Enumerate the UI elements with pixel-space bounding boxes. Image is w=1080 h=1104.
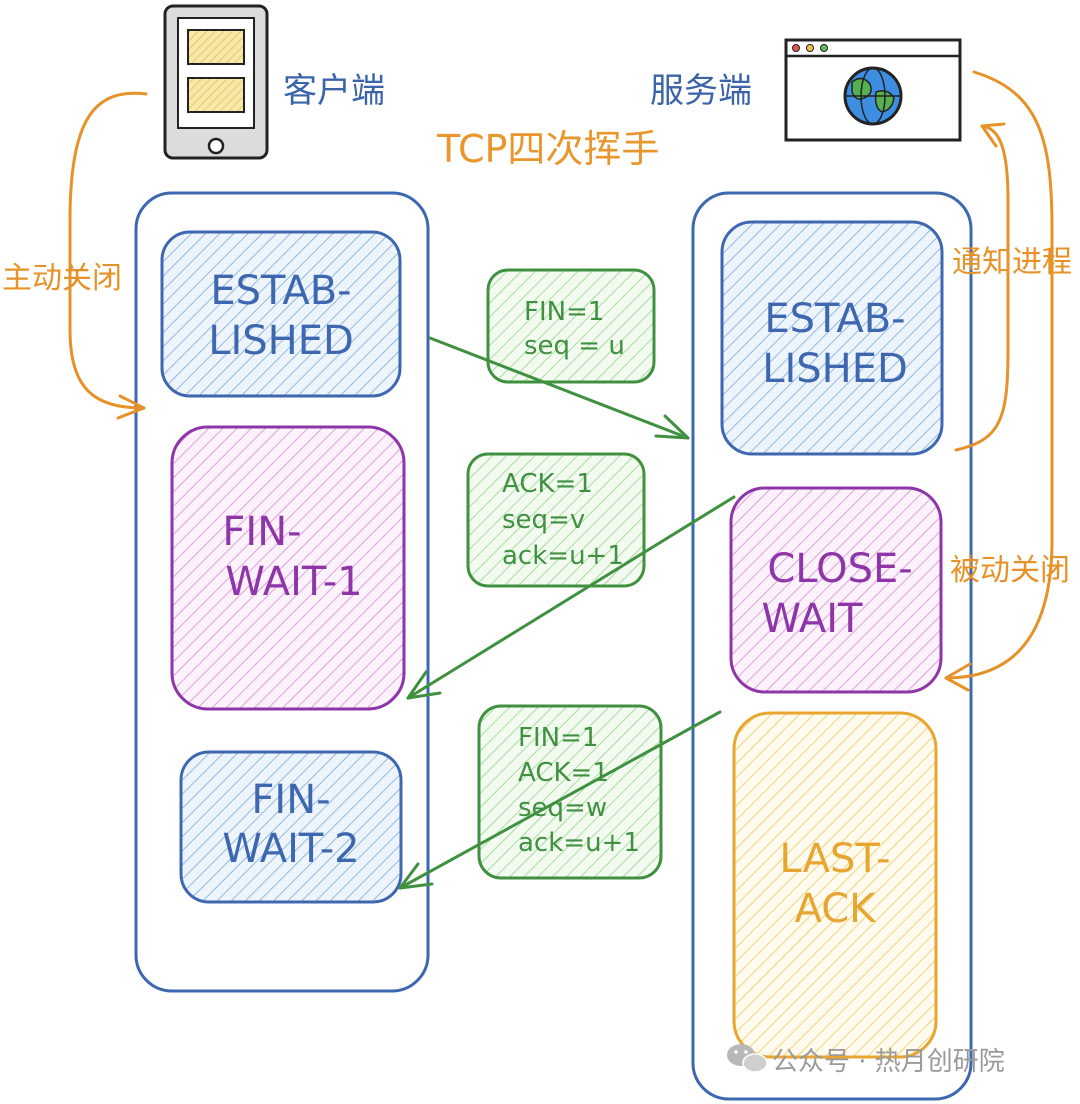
passive-close-label: 被动关闭: [950, 553, 1070, 588]
server-state-close-wait: CLOSE- WAIT: [729, 486, 943, 694]
message-fin-line1: FIN=1: [524, 297, 604, 327]
client-state-established-line1: ESTAB-: [210, 268, 351, 314]
client-phone-icon: [163, 4, 269, 160]
client-state-fin-wait-2: FIN- WAIT-2: [179, 750, 403, 904]
server-state-established-line2: LISHED: [762, 346, 908, 392]
client-lifeline-container: [134, 191, 430, 993]
client-state-established: ESTAB- LISHED: [160, 230, 402, 398]
server-state-established-line1: ESTAB-: [764, 296, 905, 342]
server-state-close-wait-line2: WAIT: [762, 596, 864, 642]
server-lifeline-container: [691, 191, 973, 1101]
message-ack-line3: ack=u+1: [502, 541, 624, 571]
server-state-last-ack-line2: ACK: [795, 886, 878, 932]
fin-ack-arrow: [398, 710, 722, 890]
client-state-fin-wait-2-line1: FIN-: [251, 777, 330, 823]
client-state-fin-wait-1-line1: FIN-: [222, 509, 301, 555]
notify-process-arrow: [954, 122, 1010, 452]
server-label: 服务端: [650, 71, 752, 111]
client-state-established-line2: LISHED: [208, 318, 354, 364]
client-label: 客户端: [283, 71, 385, 111]
message-ack-box: ACK=1 seq=v ack=u+1: [466, 452, 646, 588]
message-ack-line1: ACK=1: [502, 469, 593, 499]
message-fin-line2: seq = u: [524, 331, 625, 361]
server-state-close-wait-line1: CLOSE-: [767, 546, 912, 592]
ack-arrow: [406, 495, 736, 700]
active-close-label: 主动关闭: [2, 261, 122, 296]
message-fin-ack-box: FIN=1 ACK=1 seq=w ack=u+1: [477, 704, 663, 880]
watermark-text: 公众号 · 热月创研院: [772, 1047, 1005, 1077]
message-fin-ack-line1: FIN=1: [518, 723, 598, 753]
wechat-icon: [727, 1044, 768, 1073]
server-state-established: ESTAB- LISHED: [720, 220, 944, 456]
active-close-arrow: [68, 91, 148, 420]
client-state-fin-wait-1: FIN- WAIT-1: [170, 425, 406, 711]
server-state-last-ack-line1: LAST-: [779, 836, 890, 882]
client-state-fin-wait-2-line2: WAIT-2: [222, 826, 359, 872]
message-ack-line2: seq=v: [502, 505, 585, 535]
message-fin-box: FIN=1 seq = u: [486, 268, 656, 384]
server-browser-globe-icon: [784, 38, 962, 142]
notify-process-label: 通知进程: [952, 245, 1072, 280]
client-state-fin-wait-1-line2: WAIT-1: [225, 559, 362, 605]
diagram-title: TCP四次挥手: [436, 127, 659, 171]
fin-arrow: [428, 336, 690, 440]
passive-close-arrow: [944, 70, 1054, 692]
server-state-last-ack: LAST- ACK: [732, 711, 938, 1059]
message-fin-ack-line4: ack=u+1: [518, 828, 640, 858]
message-fin-ack-line2: ACK=1: [518, 758, 609, 788]
